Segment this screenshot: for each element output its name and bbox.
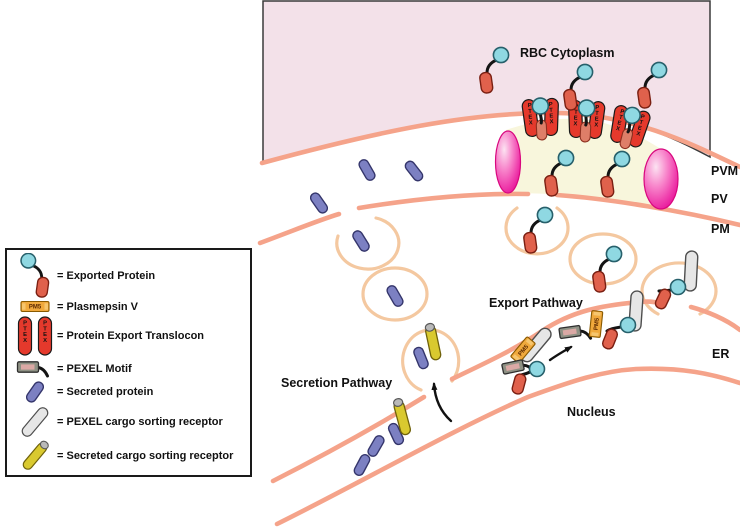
- secreted-protein: [351, 452, 373, 478]
- export-arrow: [548, 345, 573, 362]
- pm-membrane: [257, 191, 740, 246]
- legend-label: = PEXEL cargo sorting receptor: [57, 416, 223, 428]
- nucleus-label: Nucleus: [567, 405, 616, 419]
- export-pathway-label: Export Pathway: [489, 296, 583, 310]
- legend-item-secreted-cargo-sorting-receptor: = Secreted cargo sorting receptor: [13, 439, 246, 472]
- legend-label: = Secreted cargo sorting receptor: [57, 449, 234, 462]
- exported-protein-body: [653, 286, 673, 312]
- er-export-complex: PM5: [500, 325, 555, 396]
- er-label: ER: [712, 347, 729, 361]
- secreted-protein: [356, 157, 378, 183]
- vesicle-secreted: [361, 266, 429, 322]
- er-membrane: [270, 299, 740, 484]
- pv-label: PV: [711, 192, 728, 206]
- secreted-protein: [402, 158, 426, 184]
- legend-label: = Plasmepsin V: [57, 300, 139, 313]
- secreted-protein: [384, 283, 406, 309]
- secreted-protein: [308, 190, 330, 216]
- vesicle-secretion-budding-er: [401, 328, 461, 392]
- pexel-cargo-sorting-receptor-icon: [13, 405, 57, 439]
- secretion-arrow: [431, 382, 453, 423]
- secreted-protein: [350, 228, 372, 254]
- ptex-label: PTEX: [615, 109, 625, 133]
- ptex-label: PTEX: [636, 114, 646, 138]
- plasmepsin-v: PM5: [510, 336, 536, 364]
- exported-protein-body: [510, 372, 528, 396]
- secreted-cargo-sorting-receptor-icon: [13, 439, 57, 472]
- secretion-pathway-label: Secretion Pathway: [281, 376, 392, 390]
- pm-label: PM: [711, 222, 730, 236]
- pexel-motif: [557, 322, 593, 344]
- plasmepsin-v-icon: PM5: [13, 299, 57, 314]
- vesicle-exported-fusing-pm: [504, 206, 570, 256]
- nuclear-membrane: [274, 366, 740, 527]
- svg-text:PTEX: PTEX: [23, 321, 27, 344]
- pvm-label: PVM: [711, 164, 738, 178]
- secreted-protein: [365, 433, 387, 459]
- exported-protein: [521, 205, 555, 256]
- ptex-label: PTEX: [549, 102, 554, 126]
- pm5-label: PM5: [594, 317, 601, 331]
- legend-item-secreted-protein: = Secreted protein: [13, 379, 246, 405]
- legend-item-pexel-motif: = PEXEL Motif: [13, 358, 246, 379]
- pvm-junction-oval-left: [494, 130, 522, 194]
- cleaved-export-complex: PM5: [557, 289, 645, 352]
- legend-label: = PEXEL Motif: [57, 362, 132, 375]
- exported-protein-body: [600, 326, 620, 352]
- pvm-junction-oval-right: [643, 148, 679, 210]
- ptex-translocon: PTEX PTEX: [610, 105, 651, 150]
- legend-label: = Secreted protein: [57, 386, 154, 398]
- legend-label: = Exported Protein: [57, 270, 156, 282]
- rbc-cytoplasm-label: RBC Cytoplasm: [520, 46, 614, 60]
- legend-item-exported-protein: = Exported Protein: [13, 253, 246, 299]
- svg-text:PM5: PM5: [29, 305, 42, 311]
- svg-text:PTEX: PTEX: [43, 321, 47, 344]
- legend-item-plasmepsin-v: PM5 = Plasmepsin V: [13, 299, 246, 314]
- secreted-protein: [411, 345, 431, 371]
- exported-protein-icon: [13, 253, 57, 299]
- legend-item-pexel-cargo-sorting-receptor: = PEXEL cargo sorting receptor: [13, 405, 246, 439]
- exported-protein: [590, 244, 624, 295]
- secreted-cargo-sorting-receptor: [423, 321, 443, 362]
- ptex-label: PTEX: [594, 105, 599, 129]
- secreted-protein-icon: [13, 379, 57, 405]
- ptex-translocon: PTEX PTEX: [521, 97, 559, 141]
- legend-label: = Protein Export Translocon: [57, 330, 205, 342]
- ptex-label: PTEX: [528, 103, 533, 127]
- vesicle-secreted-fusing-pm: [335, 216, 401, 271]
- budding-export-complex: [653, 250, 699, 312]
- plasmepsin-v: PM5: [588, 310, 604, 338]
- pexel-motif-icon: [13, 358, 57, 379]
